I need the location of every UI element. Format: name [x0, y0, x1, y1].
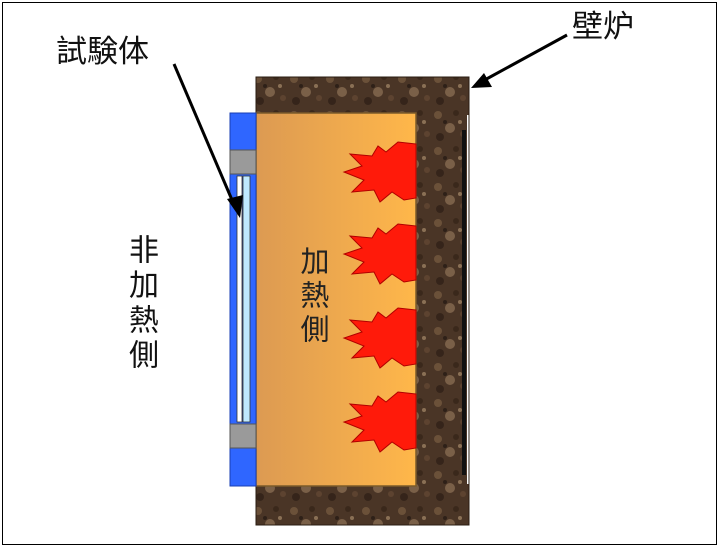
furnace-leader-arrow: [471, 33, 568, 88]
unheated-side-label: 非加熱側: [123, 234, 158, 374]
flame-icon: [342, 391, 417, 453]
furnace-wall-label: 壁炉: [572, 9, 634, 45]
specimen-label: 試験体: [56, 34, 149, 70]
specimen-leader-arrow: [172, 63, 243, 218]
flame-icon: [342, 141, 417, 203]
specimen: [229, 112, 257, 487]
flame-icon: [342, 307, 417, 369]
heated-side-label: 加熱側: [296, 246, 330, 348]
flames: [342, 141, 417, 453]
flame-icon: [342, 223, 417, 285]
furnace-wall: [255, 76, 470, 526]
